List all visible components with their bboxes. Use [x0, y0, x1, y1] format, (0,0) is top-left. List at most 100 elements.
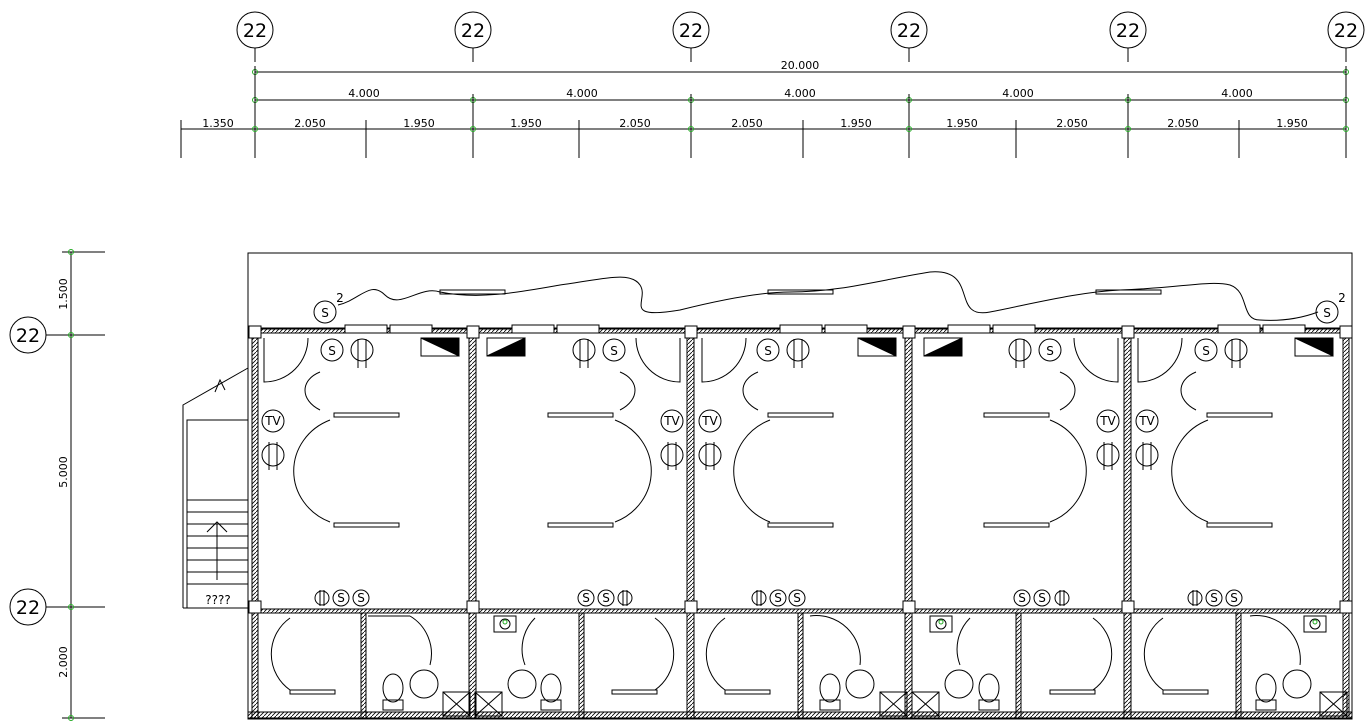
dim-sub-5: 2.050: [619, 117, 651, 130]
room-5-tv: TV: [1135, 409, 1159, 433]
grid-bubble-col-4: 22: [890, 11, 928, 62]
room-5: S TV: [1135, 337, 1334, 528]
grid-bubble-col-2: 22: [454, 11, 492, 62]
svg-text:22: 22: [16, 597, 40, 619]
dim-sub-1: 1.350: [202, 117, 234, 130]
column-grid-bubbles: 22 22 22 22 22 22: [236, 11, 1365, 62]
horizontal-dimensions: 20.000 4.000 4.000 4.000 4.000 4.000: [180, 59, 1349, 158]
svg-text:22: 22: [461, 20, 485, 42]
grid-bubble-col-5: 22: [1109, 11, 1147, 62]
svg-text:2: 2: [1338, 291, 1346, 305]
room-1-tv: TV: [261, 409, 285, 433]
room-4-socket: [1008, 338, 1032, 368]
svg-text:S: S: [1046, 344, 1054, 358]
grid-bubble-row-2: 22: [9, 588, 105, 626]
svg-text:2: 2: [336, 291, 344, 305]
room-5-socket-2: [1135, 442, 1159, 470]
svg-text:TV: TV: [1138, 414, 1155, 428]
room-2: S TV: [486, 337, 684, 528]
room-3-socket: [786, 338, 810, 368]
room-5-switch: S: [1194, 338, 1218, 362]
dim-sub-3: 1.950: [403, 117, 435, 130]
dim-sub-11: 1.950: [1276, 117, 1308, 130]
vertical-dimensions: 1.500 5.000 2.000: [57, 249, 105, 721]
switch-group-1: S S: [314, 589, 370, 607]
building-outline: [247, 252, 1353, 720]
svg-text:S: S: [337, 591, 345, 605]
dim-sub-7: 1.950: [840, 117, 872, 130]
svg-text:22: 22: [1116, 20, 1140, 42]
room-2-tv: TV: [660, 409, 684, 433]
svg-text:S: S: [1210, 591, 1218, 605]
grid-bubble-row-1: 22: [9, 316, 105, 354]
svg-text:TV: TV: [701, 414, 718, 428]
lower-row-fixtures: S S S S S S S S S S: [270, 589, 1348, 717]
dim-vertical-1: 1.500: [57, 278, 70, 310]
svg-text:22: 22: [679, 20, 703, 42]
windows: [344, 324, 1306, 334]
svg-text:S: S: [1018, 591, 1026, 605]
svg-text:22: 22: [243, 20, 267, 42]
svg-text:S: S: [764, 344, 772, 358]
svg-text:TV: TV: [264, 414, 281, 428]
dim-vertical-3: 2.000: [57, 646, 70, 678]
dim-sub-6: 2.050: [731, 117, 763, 130]
room-5-socket: [1224, 338, 1248, 368]
room-4-tv: TV: [1096, 409, 1120, 433]
svg-text:S: S: [793, 591, 801, 605]
dim-sub-2: 2.050: [294, 117, 326, 130]
room-3: S TV: [698, 337, 897, 528]
room-1-socket-2: [261, 442, 285, 470]
dim-sub-8: 1.950: [946, 117, 978, 130]
svg-text:S: S: [582, 591, 590, 605]
svg-text:TV: TV: [663, 414, 680, 428]
dim-bay-2: 4.000: [566, 87, 598, 100]
switch-group-4: S S: [1013, 589, 1070, 607]
room-3-socket-2: [698, 442, 722, 470]
room-1-socket: [350, 338, 374, 368]
stair-label: ????: [205, 593, 230, 607]
room-1-switch: S: [320, 338, 344, 362]
dim-sub-10: 2.050: [1167, 117, 1199, 130]
svg-text:22: 22: [16, 325, 40, 347]
room-1: S TV: [261, 337, 460, 528]
room-2-socket-2: [660, 442, 684, 470]
room-4-switch: S: [1038, 338, 1062, 362]
svg-text:S: S: [357, 591, 365, 605]
corridor-switch-right: S 2: [1315, 291, 1346, 324]
grid-bubble-col-3: 22: [672, 11, 710, 62]
dim-sub-9: 2.050: [1056, 117, 1088, 130]
svg-text:S: S: [328, 344, 336, 358]
svg-text:S: S: [774, 591, 782, 605]
dim-bay-5: 4.000: [1221, 87, 1253, 100]
svg-text:S: S: [1230, 591, 1238, 605]
svg-text:S: S: [610, 344, 618, 358]
svg-text:22: 22: [1334, 20, 1358, 42]
grid-bubble-col-1: 22: [236, 11, 274, 62]
corridor-wiring: S 2 S 2: [313, 271, 1346, 324]
dim-vertical-2: 5.000: [57, 456, 70, 488]
svg-text:S: S: [602, 591, 610, 605]
switch-group-5: S S: [1187, 589, 1243, 607]
switch-group-3: S S: [751, 589, 806, 607]
dim-bay-4: 4.000: [1002, 87, 1034, 100]
room-2-switch: S: [602, 338, 626, 362]
row-grid-bubbles: 22 22: [9, 316, 105, 626]
dim-sub-4: 1.950: [510, 117, 542, 130]
room-4-socket-2: [1096, 442, 1120, 470]
room-2-socket: [572, 338, 596, 368]
svg-text:22: 22: [897, 20, 921, 42]
svg-text:S: S: [1038, 591, 1046, 605]
svg-text:TV: TV: [1099, 414, 1116, 428]
room-4: S TV: [923, 337, 1120, 528]
room-3-switch: S: [756, 338, 780, 362]
dim-overall: 20.000: [781, 59, 820, 72]
room-3-tv: TV: [698, 409, 722, 433]
switch-group-2: S S: [577, 589, 633, 607]
dim-bay-1: 4.000: [348, 87, 380, 100]
stair: ????: [182, 367, 249, 609]
svg-text:S: S: [321, 306, 329, 320]
svg-text:S: S: [1202, 344, 1210, 358]
grid-bubble-col-6: 22: [1327, 11, 1365, 62]
